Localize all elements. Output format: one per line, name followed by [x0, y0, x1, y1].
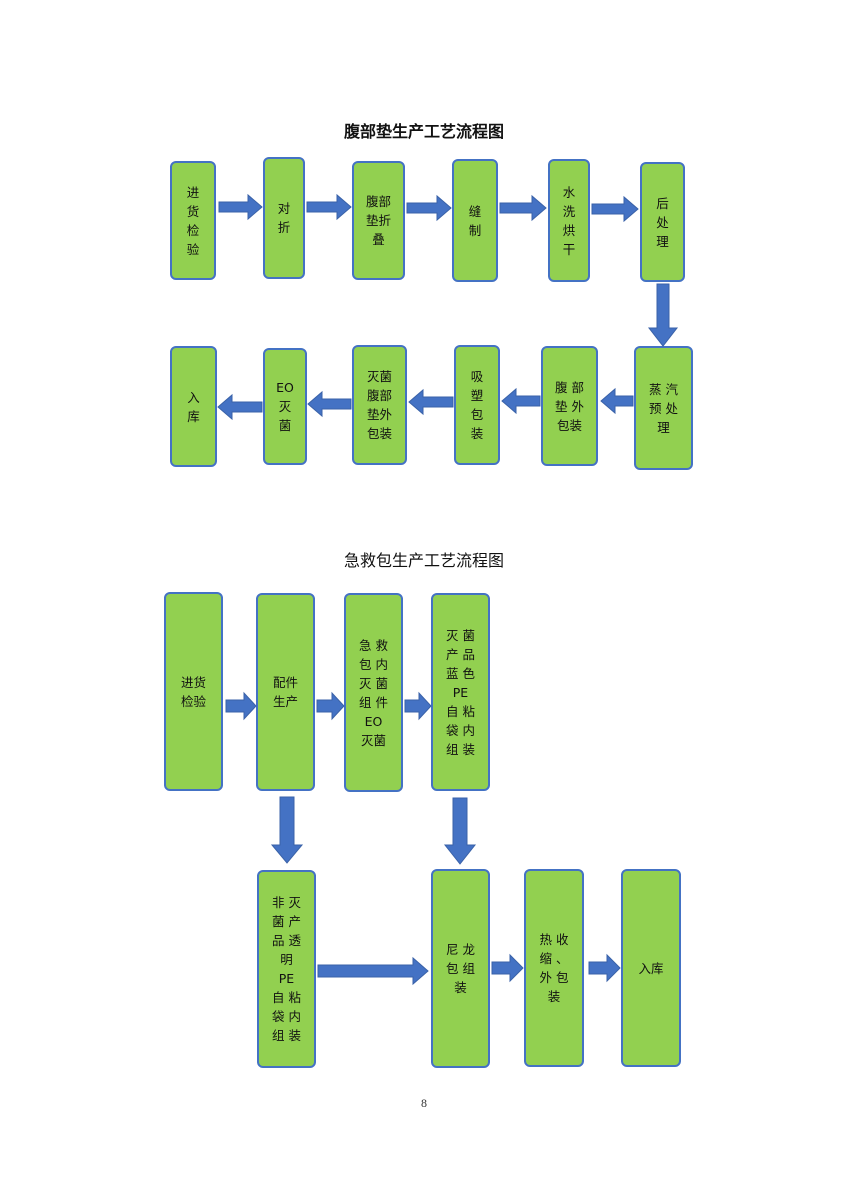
diagram2-title: 急救包生产工艺流程图	[343, 551, 504, 570]
step-warehousing: 入 库	[170, 346, 217, 467]
arrow-left-icon	[217, 393, 263, 421]
arrow-left-icon	[307, 390, 352, 418]
step-sewing: 缝 制	[452, 159, 498, 282]
kit-step-parts-production: 配件 生产	[256, 593, 315, 791]
page-number: 8	[421, 1096, 427, 1110]
step-wash-dry: 水 洗 烘 干	[548, 159, 590, 282]
kit-step-nylon-pack: 尼 龙 包 组 装	[431, 869, 490, 1068]
arrow-right-icon	[499, 194, 547, 222]
arrow-right-icon	[317, 956, 429, 986]
arrow-left-icon	[600, 387, 634, 415]
step-incoming-inspection: 进 货 检 验	[170, 161, 216, 280]
step-blister-packing: 吸 塑 包 装	[454, 345, 500, 465]
arrow-down-icon	[270, 796, 304, 864]
arrow-right-icon	[491, 953, 524, 983]
arrow-right-icon	[588, 953, 621, 983]
arrow-right-icon	[406, 194, 452, 222]
kit-step-sterile-blue-pe: 灭 菌 产 品 蓝 色 PE 自 粘 袋 内 组 装	[431, 593, 490, 791]
diagram1-title: 腹部垫生产工艺流程图	[343, 122, 504, 141]
arrow-right-icon	[225, 691, 257, 721]
kit-step-nonsterile-clear-pe: 非 灭 菌 产 品 透 明 PE 自 粘 袋 内 组 装	[257, 870, 316, 1068]
step-pad-outer-packing: 腹 部 垫 外 包装	[541, 346, 598, 466]
arrow-right-icon	[218, 193, 263, 221]
kit-step-eo-sterilization: 急 救 包 内 灭 菌 组 件 EO 灭菌	[344, 593, 403, 792]
step-fold-in-half: 对 折	[263, 157, 305, 279]
arrow-down-icon	[443, 797, 477, 865]
arrow-right-icon	[316, 691, 345, 721]
step-sterile-pad-outer-packing: 灭菌 腹部 垫外 包装	[352, 345, 407, 465]
arrow-left-icon	[501, 387, 541, 415]
step-pad-folding: 腹部 垫折 叠	[352, 161, 405, 280]
step-eo-sterilization: EO 灭 菌	[263, 348, 307, 465]
arrow-right-icon	[404, 691, 432, 721]
arrow-left-icon	[408, 388, 454, 416]
arrow-right-icon	[306, 193, 352, 221]
arrow-down-icon	[647, 283, 679, 347]
kit-step-heat-shrink: 热 收 缩 、 外 包 装	[524, 869, 584, 1067]
kit-step-warehousing: 入库	[621, 869, 681, 1067]
kit-step-incoming-inspection: 进货 检验	[164, 592, 223, 791]
step-post-treatment: 后 处 理	[640, 162, 685, 282]
arrow-right-icon	[591, 195, 639, 223]
step-steam-pretreatment: 蒸 汽 预 处 理	[634, 346, 693, 470]
